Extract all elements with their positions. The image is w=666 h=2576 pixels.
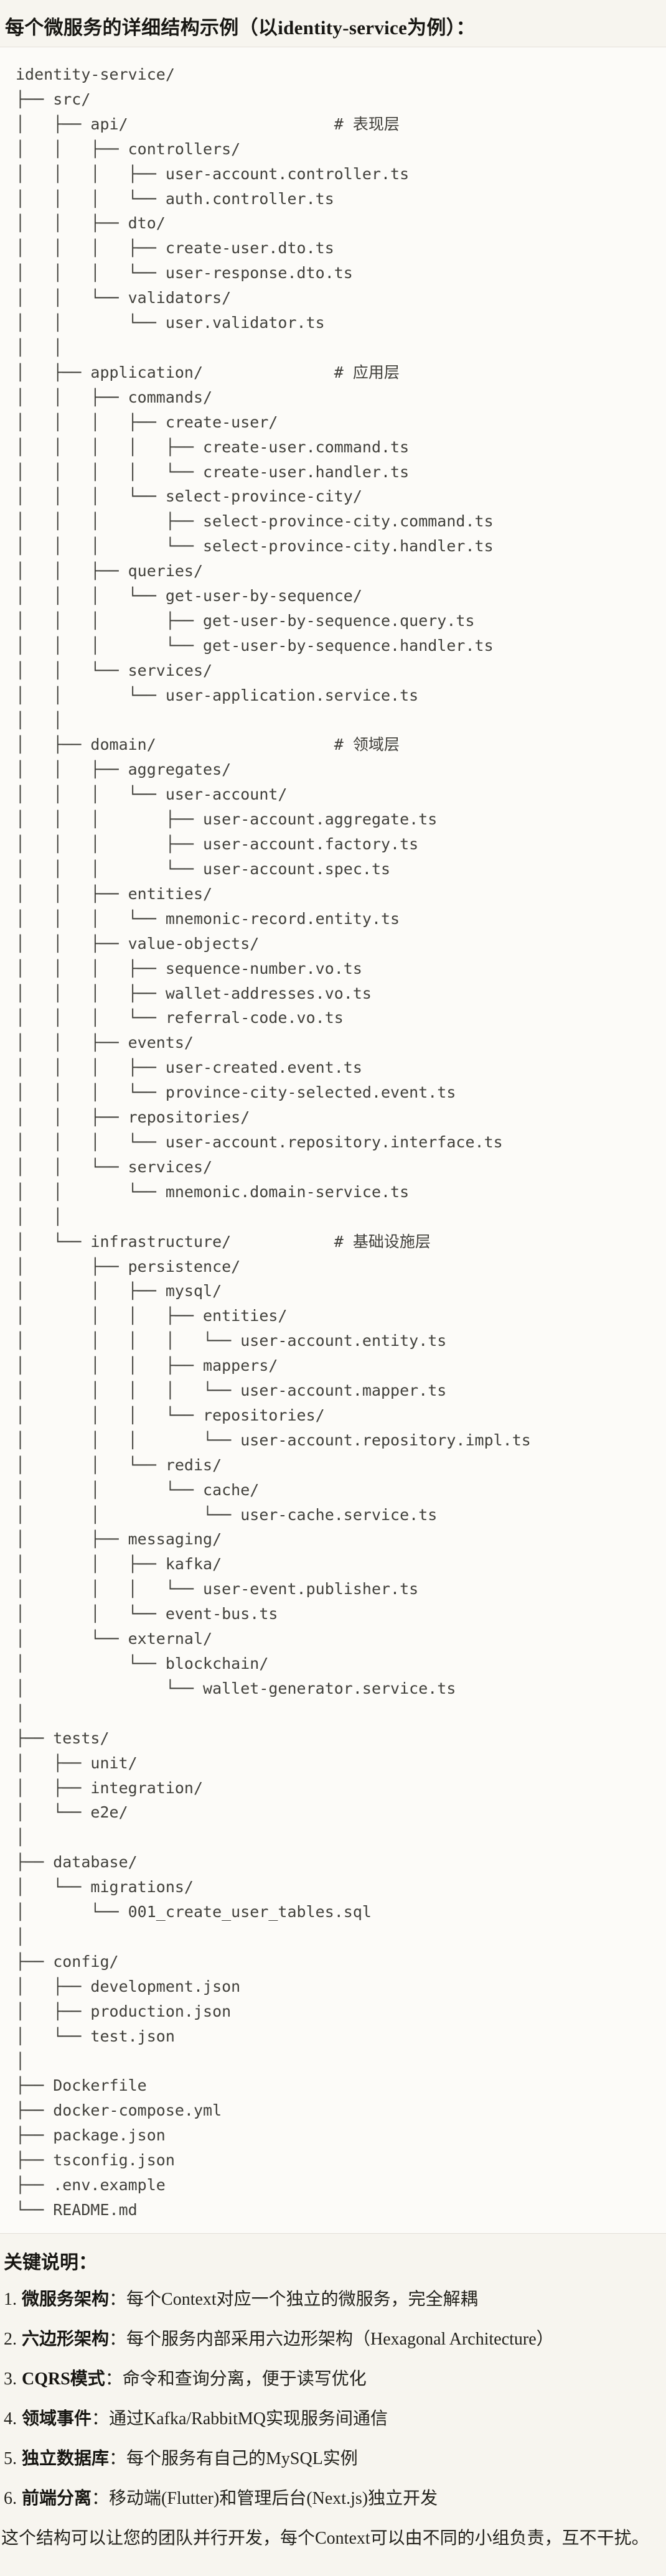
note-number: 1. <box>4 2289 17 2309</box>
note-item: 3.CQRS模式：命令和查询分离，便于读写优化 <box>4 2368 660 2391</box>
note-number: 5. <box>4 2448 17 2468</box>
note-desc: ：命令和查询分离，便于读写优化 <box>105 2369 367 2389</box>
note-item: 4.领域事件：通过Kafka/RabbitMQ实现服务间通信 <box>4 2408 660 2430</box>
note-number: 3. <box>4 2369 17 2389</box>
note-term: 六边形架构 <box>22 2329 110 2349</box>
note-item: 1.微服务架构：每个Context对应一个独立的微服务，完全解耦 <box>4 2289 660 2311</box>
notes-list: 1.微服务架构：每个Context对应一个独立的微服务，完全解耦 2.六边形架构… <box>0 2289 660 2510</box>
note-desc: ：每个服务内部采用六边形架构（Hexagonal Architecture） <box>109 2329 554 2349</box>
note-desc: ：移动端(Flutter)和管理后台(Next.js)独立开发 <box>91 2488 438 2508</box>
note-item: 5.独立数据库：每个服务有自己的MySQL实例 <box>4 2448 660 2470</box>
code-block: identity-service/ ├── src/ │ ├── api/ # … <box>0 47 666 2234</box>
notes-heading: 关键说明： <box>4 2252 97 2273</box>
note-term: 微服务架构 <box>22 2289 110 2309</box>
document: 每个微服务的详细结构示例（以identity-service为例）： ident… <box>0 14 666 2576</box>
note-desc: ：每个服务有自己的MySQL实例 <box>109 2448 358 2468</box>
note-number: 6. <box>4 2488 17 2508</box>
note-term: CQRS模式 <box>22 2369 105 2389</box>
page-title: 每个微服务的详细结构示例（以identity-service为例）： <box>5 17 476 39</box>
note-number: 4. <box>4 2409 17 2429</box>
closing-paragraph: 这个结构可以让您的团队并行开发，每个Context可以由不同的小组负责，互不干扰… <box>1 2528 649 2548</box>
note-term: 领域事件 <box>22 2409 92 2429</box>
key-notes-section: 关键说明： 1.微服务架构：每个Context对应一个独立的微服务，完全解耦 2… <box>0 2250 666 2550</box>
note-desc: ：每个Context对应一个独立的微服务，完全解耦 <box>109 2289 478 2309</box>
note-term: 独立数据库 <box>22 2448 110 2468</box>
note-desc: ：通过Kafka/RabbitMQ实现服务间通信 <box>91 2409 388 2429</box>
note-term: 前端分离 <box>22 2488 92 2508</box>
note-number: 2. <box>4 2329 17 2349</box>
note-item: 2.六边形架构：每个服务内部采用六边形架构（Hexagonal Architec… <box>4 2328 660 2351</box>
note-item: 6.前端分离：移动端(Flutter)和管理后台(Next.js)独立开发 <box>4 2488 660 2510</box>
directory-tree: identity-service/ ├── src/ │ ├── api/ # … <box>16 65 531 2219</box>
